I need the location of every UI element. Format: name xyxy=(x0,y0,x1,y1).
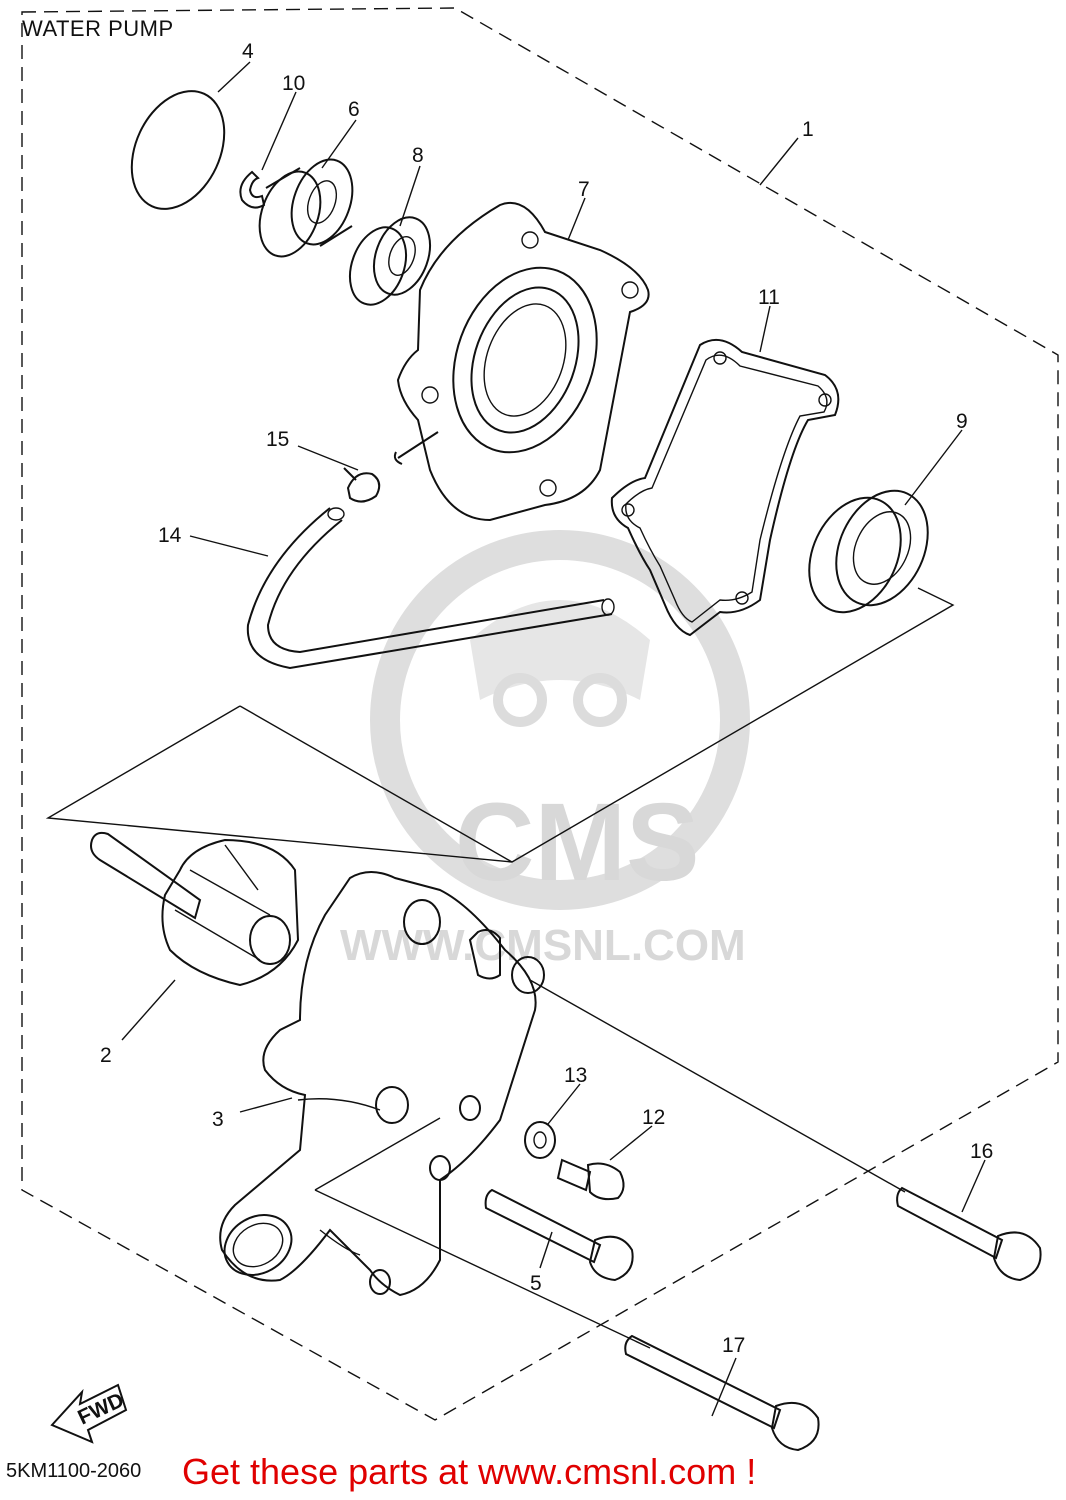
bearing-part-6 xyxy=(258,158,354,258)
o-ring-part-4 xyxy=(130,90,226,210)
watermark-url: WWW.CMSNL.COM xyxy=(340,921,746,970)
diagram-code: 5KM1100-2060 xyxy=(6,1460,142,1482)
circlip-part-10 xyxy=(239,170,266,209)
callout-9: 9 xyxy=(956,410,968,433)
bolt-part-12 xyxy=(556,1158,625,1201)
bolt-part-17 xyxy=(624,1334,820,1452)
bolt-part-5 xyxy=(484,1188,634,1282)
impeller-shaft-part-2 xyxy=(90,831,300,987)
callout-7: 7 xyxy=(578,178,590,201)
callout-15: 15 xyxy=(266,428,289,451)
alignment-line-center xyxy=(314,1117,441,1191)
pump-body-part-3 xyxy=(219,871,545,1297)
callout-3: 3 xyxy=(212,1108,224,1131)
callout-1: 1 xyxy=(802,118,814,141)
watermark-brand: CMS xyxy=(455,781,699,904)
alignment-line-bolt16 xyxy=(529,979,906,1193)
callout-10: 10 xyxy=(282,72,305,95)
callout-6: 6 xyxy=(348,98,360,121)
hose-part-14 xyxy=(246,507,615,670)
callout-17: 17 xyxy=(722,1334,745,1357)
callout-5: 5 xyxy=(530,1272,542,1295)
callout-8: 8 xyxy=(412,144,424,167)
cms-watermark: CMS WWW.CMSNL.COM xyxy=(340,530,750,970)
promo-link[interactable]: Get these parts at www.cmsnl.com ! xyxy=(182,1451,757,1492)
gasket-part-11 xyxy=(610,338,840,637)
alignment-line-left xyxy=(239,705,513,863)
leader-lines xyxy=(121,61,986,1417)
callout-11: 11 xyxy=(758,286,780,309)
washer-part-13 xyxy=(524,1121,556,1159)
pump-housing-part-7 xyxy=(393,201,650,522)
bolt-part-16 xyxy=(896,1186,1042,1282)
callout-13: 13 xyxy=(564,1064,587,1087)
callout-4: 4 xyxy=(242,40,254,63)
callout-16: 16 xyxy=(970,1140,993,1163)
fwd-arrow-icon: FWD xyxy=(50,1383,127,1444)
callout-14: 14 xyxy=(158,524,182,547)
hose-clamp-part-15 xyxy=(343,467,381,503)
diagram-title: WATER PUMP xyxy=(22,16,174,41)
callout-12: 12 xyxy=(642,1106,665,1129)
assembly-frame xyxy=(21,7,1059,1421)
callout-2: 2 xyxy=(100,1044,112,1067)
alignment-line-bolt17 xyxy=(314,1189,651,1349)
seal-part-9 xyxy=(808,489,929,614)
oil-seal-part-8 xyxy=(348,216,432,306)
